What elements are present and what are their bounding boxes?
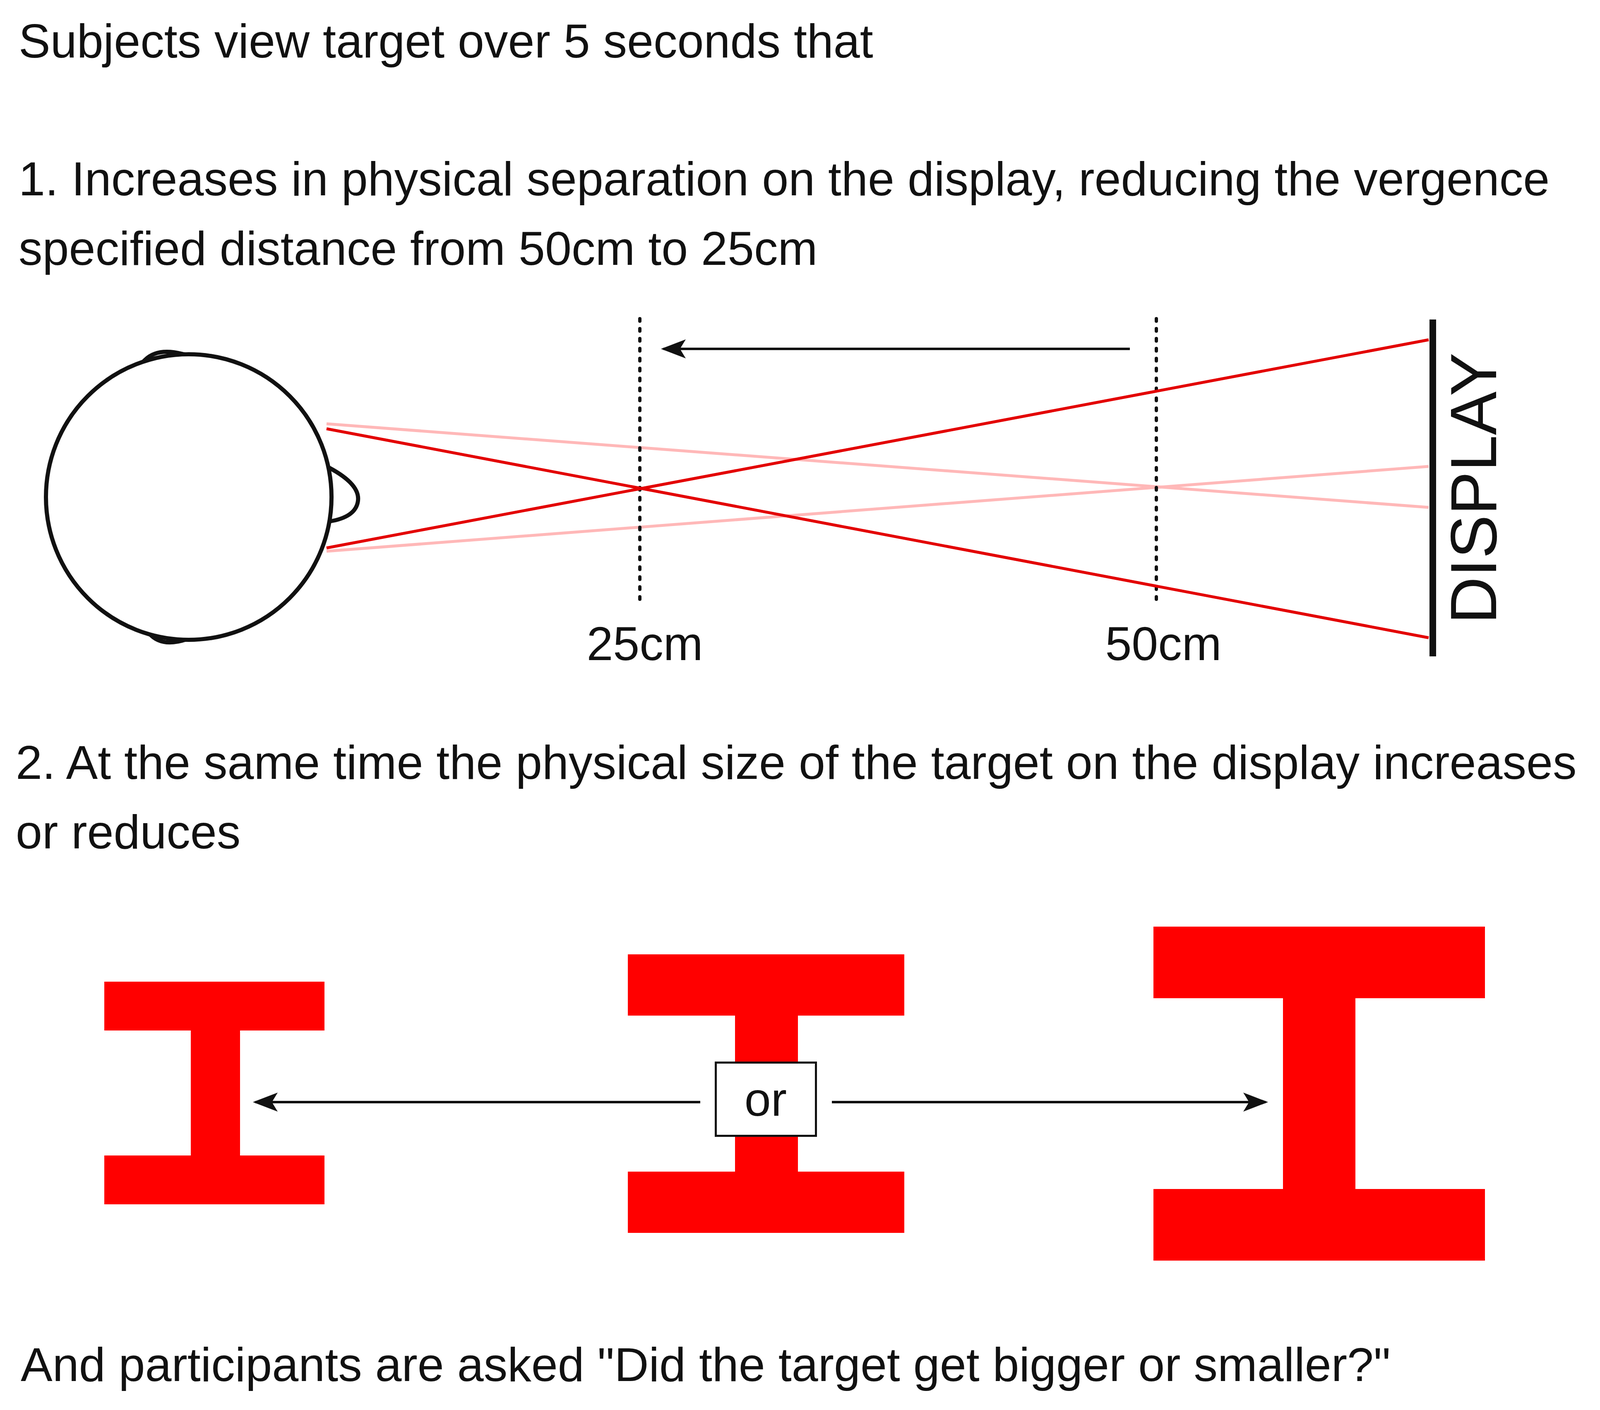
display-label: DISPLAY (1440, 352, 1507, 625)
distance-label: 50cm (1105, 615, 1222, 673)
step-text: 2. At the same time the physical size of… (15, 727, 1581, 867)
distance-arrow (663, 347, 1130, 351)
heading: Subjects view target over 5 seconds that (18, 12, 874, 70)
step-text: 1. Increases in physical separation on t… (18, 144, 1567, 284)
target-shapes (104, 926, 1485, 1261)
distance-label: 25cm (586, 615, 703, 673)
choice-box: or (714, 1061, 817, 1137)
caption: And participants are asked "Did the targ… (20, 1335, 1391, 1394)
sight-lines (326, 339, 1429, 638)
display-screen (1429, 319, 1437, 657)
distance-markers (639, 318, 1157, 603)
head-figure (45, 351, 358, 643)
choice-text: or (744, 1073, 787, 1126)
